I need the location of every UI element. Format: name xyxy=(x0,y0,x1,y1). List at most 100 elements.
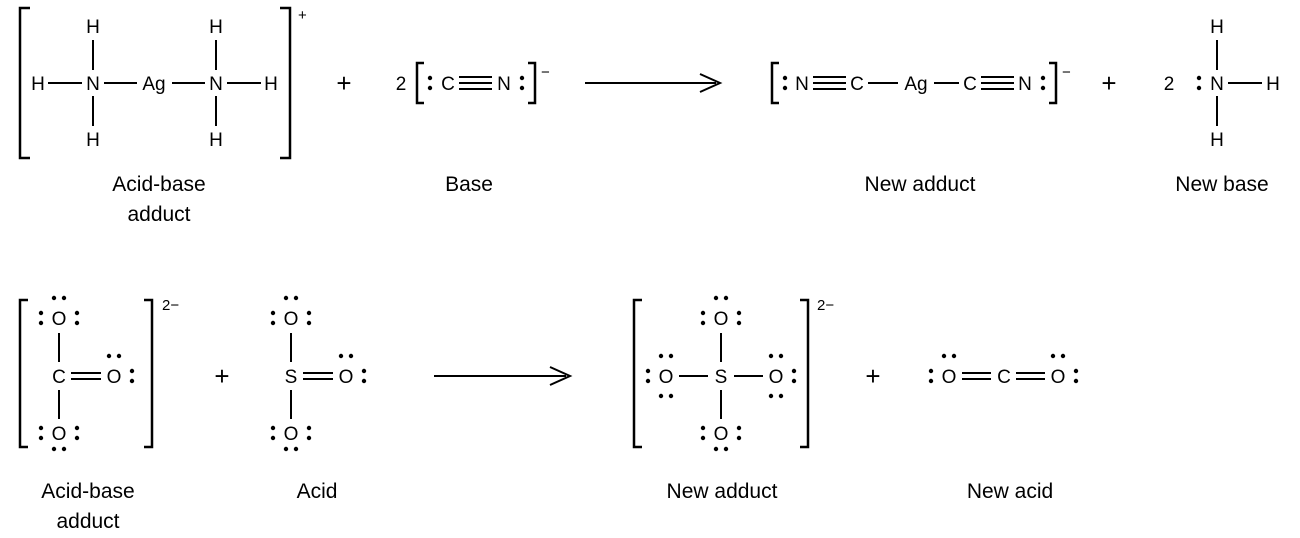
carbon-dioxide-molecule: O C O xyxy=(928,353,1079,388)
sulfate-ion: 2− O O S O O xyxy=(632,295,834,452)
oxygen-atom: O xyxy=(284,424,299,445)
lone-pair-dot xyxy=(645,368,651,374)
oxygen-atom: O xyxy=(769,367,784,388)
lone-pair-dot xyxy=(658,353,664,359)
oxygen-atom: O xyxy=(339,367,354,388)
oxygen-atom: O xyxy=(284,309,299,330)
sulfur-atom: S xyxy=(285,367,298,388)
reaction-arrow xyxy=(434,366,573,386)
lone-pair-dot xyxy=(61,295,67,301)
lone-pair-dot xyxy=(361,378,367,384)
lone-pair-dot xyxy=(348,353,354,359)
lone-pair-dot xyxy=(338,353,344,359)
lone-pair-dot xyxy=(51,446,57,452)
lone-pair-dot xyxy=(723,295,729,301)
right-bracket xyxy=(1049,61,1058,105)
lone-pair-dot xyxy=(270,425,276,431)
lone-pair-dot xyxy=(713,446,719,452)
caption-line: New adduct xyxy=(667,480,778,503)
left-bracket xyxy=(632,298,642,449)
lone-pair-dot xyxy=(723,446,729,452)
lone-pair-dot xyxy=(129,378,135,384)
oxygen-atom: O xyxy=(659,367,674,388)
lone-pair-dot xyxy=(519,85,525,91)
lone-pair-dot xyxy=(658,393,664,399)
hydrogen-atom: H xyxy=(86,17,100,38)
lone-pair-dot xyxy=(1050,353,1056,359)
lone-pair-dot xyxy=(38,435,44,441)
lone-pair-dot xyxy=(38,310,44,316)
right-bracket xyxy=(800,298,810,449)
ion-charge: 2− xyxy=(817,297,834,314)
lone-pair-dot xyxy=(778,393,784,399)
silver-ammine-complex: + H N H H Ag N H H H xyxy=(18,6,307,160)
plus-sign: + xyxy=(214,361,229,391)
lone-pair-dot xyxy=(768,353,774,359)
lone-pair-dot xyxy=(736,435,742,441)
lone-pair-dot xyxy=(928,368,934,374)
lone-pair-dot xyxy=(74,320,80,326)
hydrogen-atom: H xyxy=(86,130,100,151)
lone-pair-dot xyxy=(306,435,312,441)
caption-line: New base xyxy=(1175,173,1268,196)
lone-pair-dot xyxy=(791,378,797,384)
lone-pair-dot xyxy=(736,320,742,326)
nitrogen-atom: N xyxy=(209,74,223,95)
lone-pair-dot xyxy=(778,353,784,359)
nitrogen-atom: N xyxy=(86,74,100,95)
lone-pair-dot xyxy=(74,435,80,441)
nitrogen-atom: N xyxy=(795,74,809,95)
lone-pair-dot xyxy=(1073,378,1079,384)
lone-pair-dot xyxy=(1060,353,1066,359)
caption-line: adduct xyxy=(127,203,190,226)
lone-pair-dot xyxy=(427,75,433,81)
ammonia-molecule: 2 N H H H xyxy=(1164,17,1280,151)
lone-pair-dot xyxy=(645,378,651,384)
lone-pair-dot xyxy=(782,85,788,91)
lone-pair-dot xyxy=(306,425,312,431)
silver-atom: Ag xyxy=(904,74,927,95)
caption-line: New acid xyxy=(967,480,1053,503)
ion-charge: − xyxy=(541,64,550,81)
coefficient: 2 xyxy=(1164,74,1175,95)
lone-pair-dot xyxy=(1196,85,1202,91)
lone-pair-dot xyxy=(270,310,276,316)
lone-pair-dot xyxy=(768,393,774,399)
hydrogen-atom: H xyxy=(209,130,223,151)
carbon-atom: C xyxy=(997,367,1011,388)
nitrogen-atom: N xyxy=(497,74,511,95)
oxygen-atom: O xyxy=(52,424,67,445)
lone-pair-dot xyxy=(306,310,312,316)
lone-pair-dot xyxy=(74,425,80,431)
left-bracket xyxy=(18,6,30,160)
caption-line: Acid-base xyxy=(112,173,205,196)
left-bracket xyxy=(415,61,424,105)
lone-pair-dot xyxy=(782,75,788,81)
carbon-atom: C xyxy=(963,74,977,95)
plus-sign: + xyxy=(865,361,880,391)
nitrogen-atom: N xyxy=(1018,74,1032,95)
lone-pair-dot xyxy=(668,353,674,359)
lone-pair-dot xyxy=(106,353,112,359)
lone-pair-dot xyxy=(293,446,299,452)
lone-pair-dot xyxy=(116,353,122,359)
lone-pair-dot xyxy=(941,353,947,359)
carbon-atom: C xyxy=(850,74,864,95)
ion-charge: 2− xyxy=(162,297,179,314)
lone-pair-dot xyxy=(713,295,719,301)
carbonate-ion: 2− O C O O xyxy=(18,295,179,452)
hydrogen-atom: H xyxy=(264,74,278,95)
oxygen-atom: O xyxy=(942,367,957,388)
right-bracket xyxy=(528,61,537,105)
caption-line: New adduct xyxy=(865,173,976,196)
lone-pair-dot xyxy=(700,425,706,431)
lone-pair-dot xyxy=(283,295,289,301)
carbon-atom: C xyxy=(441,74,455,95)
lone-pair-dot xyxy=(38,320,44,326)
lone-pair-dot xyxy=(61,446,67,452)
caption-line: Acid xyxy=(297,480,338,503)
left-bracket xyxy=(770,61,779,105)
caption-line: Base xyxy=(445,173,493,196)
lone-pair-dot xyxy=(74,310,80,316)
